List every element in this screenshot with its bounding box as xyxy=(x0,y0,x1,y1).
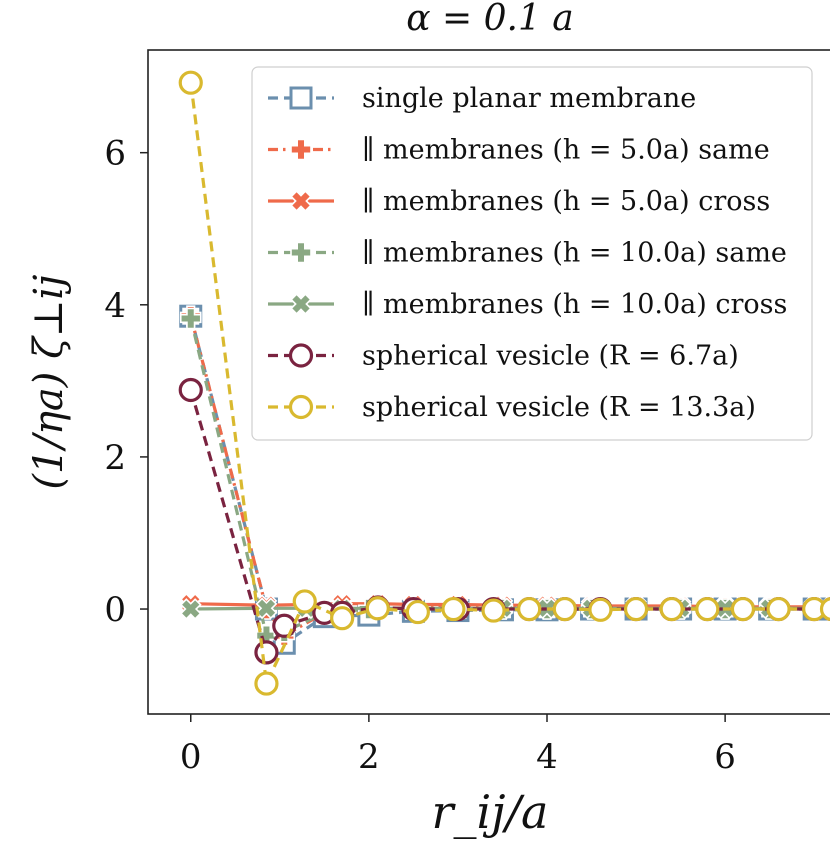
data-point-6-12 xyxy=(661,599,682,620)
data-point-6-1 xyxy=(256,673,277,694)
legend-label: spherical vesicle (R = 6.7a) xyxy=(362,341,739,372)
data-point-6-3 xyxy=(332,608,353,629)
legend-marker xyxy=(291,88,311,108)
data-point-6-11 xyxy=(626,599,647,620)
data-point-6-17 xyxy=(822,599,830,620)
legend-marker xyxy=(291,397,312,418)
y-axis-label: (1/ηa) ζ⊥ij xyxy=(26,274,72,489)
x-tick-label: 2 xyxy=(358,737,380,777)
data-point-5-1 xyxy=(256,642,277,663)
data-point-6-2 xyxy=(294,591,315,612)
x-tick-label: 4 xyxy=(536,737,558,777)
legend-label: spherical vesicle (R = 13.3a) xyxy=(362,392,756,423)
x-axis-label: r_ij/a xyxy=(432,785,549,839)
data-point-6-9 xyxy=(554,599,575,620)
data-point-6-4 xyxy=(367,598,388,619)
data-point-6-8 xyxy=(519,599,540,620)
y-tick-label: 2 xyxy=(104,438,126,478)
data-point-6-5 xyxy=(407,602,428,623)
legend-marker xyxy=(291,345,312,366)
legend-label: ∥ membranes (h = 10.0a) cross xyxy=(362,289,787,320)
legend-label: single planar membrane xyxy=(362,83,696,114)
data-point-6-14 xyxy=(732,599,753,620)
y-tick-label: 0 xyxy=(104,590,126,630)
y-tick-label: 4 xyxy=(104,286,126,326)
chart-title: α = 0.1 a xyxy=(406,0,574,39)
legend-label: ∥ membranes (h = 5.0a) cross xyxy=(362,186,770,217)
x-tick-label: 6 xyxy=(714,737,736,777)
y-tick-label: 6 xyxy=(104,134,126,174)
x-tick-label: 0 xyxy=(180,737,202,777)
data-point-6-6 xyxy=(443,599,464,620)
data-point-6-15 xyxy=(768,599,789,620)
data-point-6-10 xyxy=(590,599,611,620)
legend: single planar membrane ∥ membranes (h = 5… xyxy=(252,67,812,440)
data-point-6-0 xyxy=(180,72,201,93)
legend-label: ∥ membranes (h = 10.0a) same xyxy=(362,238,787,269)
legend-label: ∥ membranes (h = 5.0a) same xyxy=(362,135,770,166)
data-point-6-7 xyxy=(483,600,504,621)
data-point-6-13 xyxy=(697,599,718,620)
data-point-5-0 xyxy=(180,379,201,400)
